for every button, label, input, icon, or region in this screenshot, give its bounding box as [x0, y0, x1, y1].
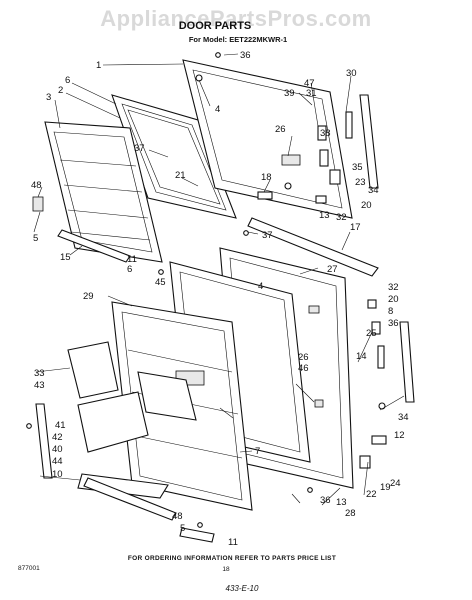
- callout-19: 19: [380, 482, 391, 493]
- callout-13b: 13: [336, 497, 347, 508]
- callout-39: 39: [284, 88, 295, 99]
- callout-17: 17: [350, 222, 361, 233]
- callout-10: 10: [52, 469, 63, 480]
- bottom-handle: [179, 527, 215, 543]
- callout-32: 32: [336, 212, 347, 223]
- callout-11b: 11: [228, 537, 238, 548]
- callout-20: 20: [361, 200, 372, 211]
- callout-43: 43: [34, 380, 45, 391]
- callout-27: 27: [327, 264, 338, 275]
- callout-36b: 36: [388, 318, 399, 329]
- callout-25: 25: [366, 328, 377, 339]
- ordering-note: FOR ORDERING INFORMATION REFER TO PARTS …: [128, 555, 336, 562]
- callout-36: 36: [240, 50, 251, 61]
- callout-20b: 20: [388, 294, 399, 305]
- freezer-door-trim: [57, 229, 131, 263]
- callout-6: 6: [65, 75, 70, 86]
- callout-15: 15: [60, 252, 71, 263]
- handwritten-note: 433-E-10: [226, 584, 259, 593]
- callout-4b: 4: [258, 281, 263, 292]
- callout-21: 21: [175, 170, 186, 181]
- figure-code: 877001: [18, 565, 40, 572]
- callout-23: 23: [355, 177, 366, 188]
- callout-42: 42: [52, 432, 63, 443]
- callout-1: 1: [96, 60, 101, 71]
- callout-35: 35: [352, 162, 363, 173]
- callout-2: 2: [58, 85, 63, 96]
- callout-45: 45: [155, 277, 166, 288]
- door-shelves-and-bins: [67, 341, 197, 499]
- callout-labels: 1 36 6 2 4 3 39 47 31 30 38 26 37 21 35 …: [31, 50, 409, 548]
- freezer-outer-door-panel: [182, 59, 353, 219]
- callout-37: 37: [134, 143, 145, 154]
- callout-8: 8: [388, 306, 393, 317]
- callout-46: 46: [298, 363, 309, 374]
- fresh-food-door-trim-strip: [247, 217, 379, 277]
- model-line: For Model: EET222MKWR-1: [189, 35, 287, 44]
- page-number: 18: [222, 566, 230, 573]
- freezer-door-inner-panel: [32, 121, 163, 263]
- callout-14: 14: [356, 351, 367, 362]
- callout-29: 29: [83, 291, 94, 302]
- callout-48: 48: [31, 180, 42, 191]
- callout-11: 11: [127, 254, 137, 265]
- callout-41: 41: [55, 420, 66, 431]
- watermark: AppliancePartsPros.com: [100, 6, 371, 31]
- diagram-title: DOOR PARTS: [179, 20, 252, 32]
- callout-26: 26: [275, 124, 286, 135]
- freezer-hinge-parts: [257, 94, 379, 204]
- callout-47: 47: [304, 78, 315, 89]
- callout-18: 18: [261, 172, 272, 183]
- callout-3: 3: [46, 92, 51, 103]
- callout-7: 7: [255, 446, 260, 457]
- callout-13: 13: [319, 210, 330, 221]
- callout-34: 34: [368, 185, 379, 196]
- callout-6b: 6: [127, 264, 132, 275]
- callout-24: 24: [390, 478, 401, 489]
- callout-44: 44: [52, 456, 63, 467]
- fresh-food-hinge-strip: [35, 403, 53, 479]
- callout-22: 22: [366, 489, 377, 500]
- callout-32b: 32: [388, 282, 399, 293]
- callout-31: 31: [306, 88, 317, 99]
- fresh-food-bottom-trim: [83, 477, 177, 521]
- callout-48b: 48: [172, 511, 183, 522]
- callout-28: 28: [345, 508, 356, 519]
- callout-5: 5: [33, 233, 38, 244]
- callout-4: 4: [215, 104, 220, 115]
- callout-38: 38: [320, 128, 331, 139]
- callout-5b: 5: [180, 523, 185, 534]
- callout-12: 12: [394, 430, 405, 441]
- leader-lines: [33, 53, 405, 506]
- callout-33: 33: [34, 368, 45, 379]
- callout-34b: 34: [398, 412, 409, 423]
- screw-markers: [26, 52, 313, 528]
- fresh-food-hinge-parts: [359, 299, 415, 469]
- callout-40: 40: [52, 444, 63, 455]
- callout-30: 30: [346, 68, 357, 79]
- callout-37b: 37: [262, 230, 273, 241]
- callout-36c: 36: [320, 495, 331, 506]
- callout-26b: 26: [298, 352, 309, 363]
